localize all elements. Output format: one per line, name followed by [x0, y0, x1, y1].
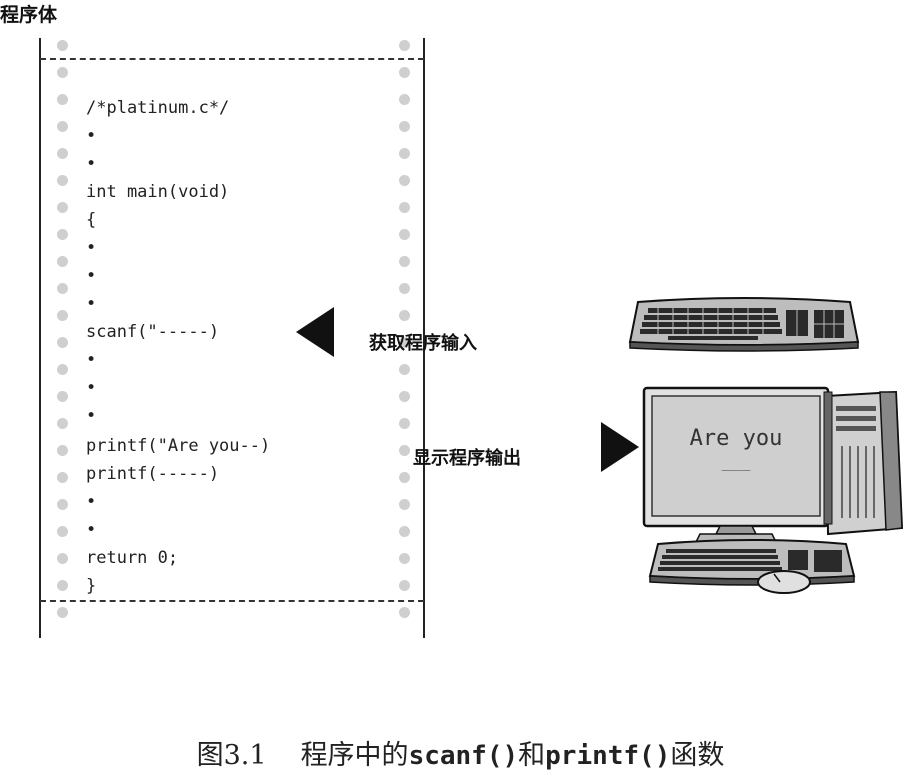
feed-hole — [57, 472, 68, 483]
input-label: 获取程序输入 — [369, 333, 477, 354]
caption-and: 和 — [518, 740, 546, 771]
feed-hole — [57, 202, 68, 213]
code-line: • — [86, 126, 97, 146]
feed-hole — [399, 553, 410, 564]
feed-hole — [57, 283, 68, 294]
feed-hole — [399, 40, 410, 51]
code-line: /*platinum.c*/ — [86, 98, 230, 118]
feed-hole — [57, 607, 68, 618]
feed-hole — [399, 283, 410, 294]
feed-hole — [57, 229, 68, 240]
feed-hole — [399, 472, 410, 483]
caption-suffix: 函数 — [670, 740, 725, 771]
caption-text: 程序中的 — [300, 740, 409, 771]
code-line: • — [86, 492, 97, 512]
feed-hole — [399, 175, 410, 186]
feed-hole — [399, 364, 410, 375]
code-line: { — [86, 210, 97, 230]
code-line: • — [86, 350, 97, 370]
feed-hole — [57, 418, 68, 429]
feed-hole — [57, 337, 68, 348]
caption-scanf: scanf() — [408, 741, 519, 771]
output-arrow-icon — [601, 422, 639, 472]
code-line: • — [86, 378, 97, 398]
feed-hole — [57, 553, 68, 564]
caption-printf: printf() — [545, 741, 671, 771]
feed-hole — [399, 499, 410, 510]
feed-hole — [57, 94, 68, 105]
paper-top-perforation — [40, 58, 424, 60]
feed-hole — [399, 67, 410, 78]
feed-hole — [399, 580, 410, 591]
code-line: • — [86, 154, 97, 174]
feed-hole — [399, 94, 410, 105]
feed-hole — [399, 337, 410, 348]
feed-hole — [57, 148, 68, 159]
feed-hole — [57, 445, 68, 456]
feed-hole — [57, 310, 68, 321]
paper-left-edge — [39, 38, 41, 638]
paper-right-edge — [423, 38, 425, 638]
feed-hole — [57, 391, 68, 402]
code-line: return 0; — [86, 548, 179, 568]
input-arrow-icon — [296, 307, 334, 357]
feed-hole — [399, 256, 410, 267]
output-label: 显示程序输出 — [413, 448, 521, 469]
code-line: • — [86, 238, 97, 258]
feed-hole — [399, 121, 410, 132]
screen-text: Are you — [689, 426, 783, 451]
code-line: printf("Are you--) — [86, 436, 271, 456]
code-line: • — [86, 520, 97, 540]
screen-cursor: ___ — [721, 452, 751, 471]
feed-hole — [399, 310, 410, 321]
code-line: • — [86, 406, 97, 426]
paper-bottom-perforation — [40, 600, 424, 602]
feed-hole — [57, 526, 68, 537]
feed-hole — [57, 364, 68, 375]
code-line: printf(-----) — [86, 464, 220, 484]
feed-hole — [57, 121, 68, 132]
feed-hole — [57, 40, 68, 51]
code-line: int main(void) — [86, 182, 230, 202]
program-body-title: 程序体 — [0, 4, 58, 26]
feed-hole — [399, 526, 410, 537]
feed-hole — [399, 202, 410, 213]
feed-hole — [399, 607, 410, 618]
code-line: } — [86, 576, 97, 596]
feed-hole — [399, 391, 410, 402]
feed-hole — [57, 256, 68, 267]
computer-icon — [642, 386, 904, 594]
feed-hole — [57, 499, 68, 510]
figure-caption: 图3.1 程序中的scanf()和printf()函数 — [0, 733, 921, 772]
code-line: • — [86, 294, 97, 314]
feed-hole — [57, 67, 68, 78]
feed-hole — [399, 418, 410, 429]
keyboard-icon — [628, 297, 860, 352]
feed-hole — [57, 175, 68, 186]
feed-hole — [57, 580, 68, 591]
feed-hole — [399, 445, 410, 456]
feed-hole — [399, 229, 410, 240]
code-line: • — [86, 266, 97, 286]
feed-hole — [399, 148, 410, 159]
caption-number: 图3.1 — [196, 740, 267, 771]
code-line: scanf("-----) — [86, 322, 220, 342]
